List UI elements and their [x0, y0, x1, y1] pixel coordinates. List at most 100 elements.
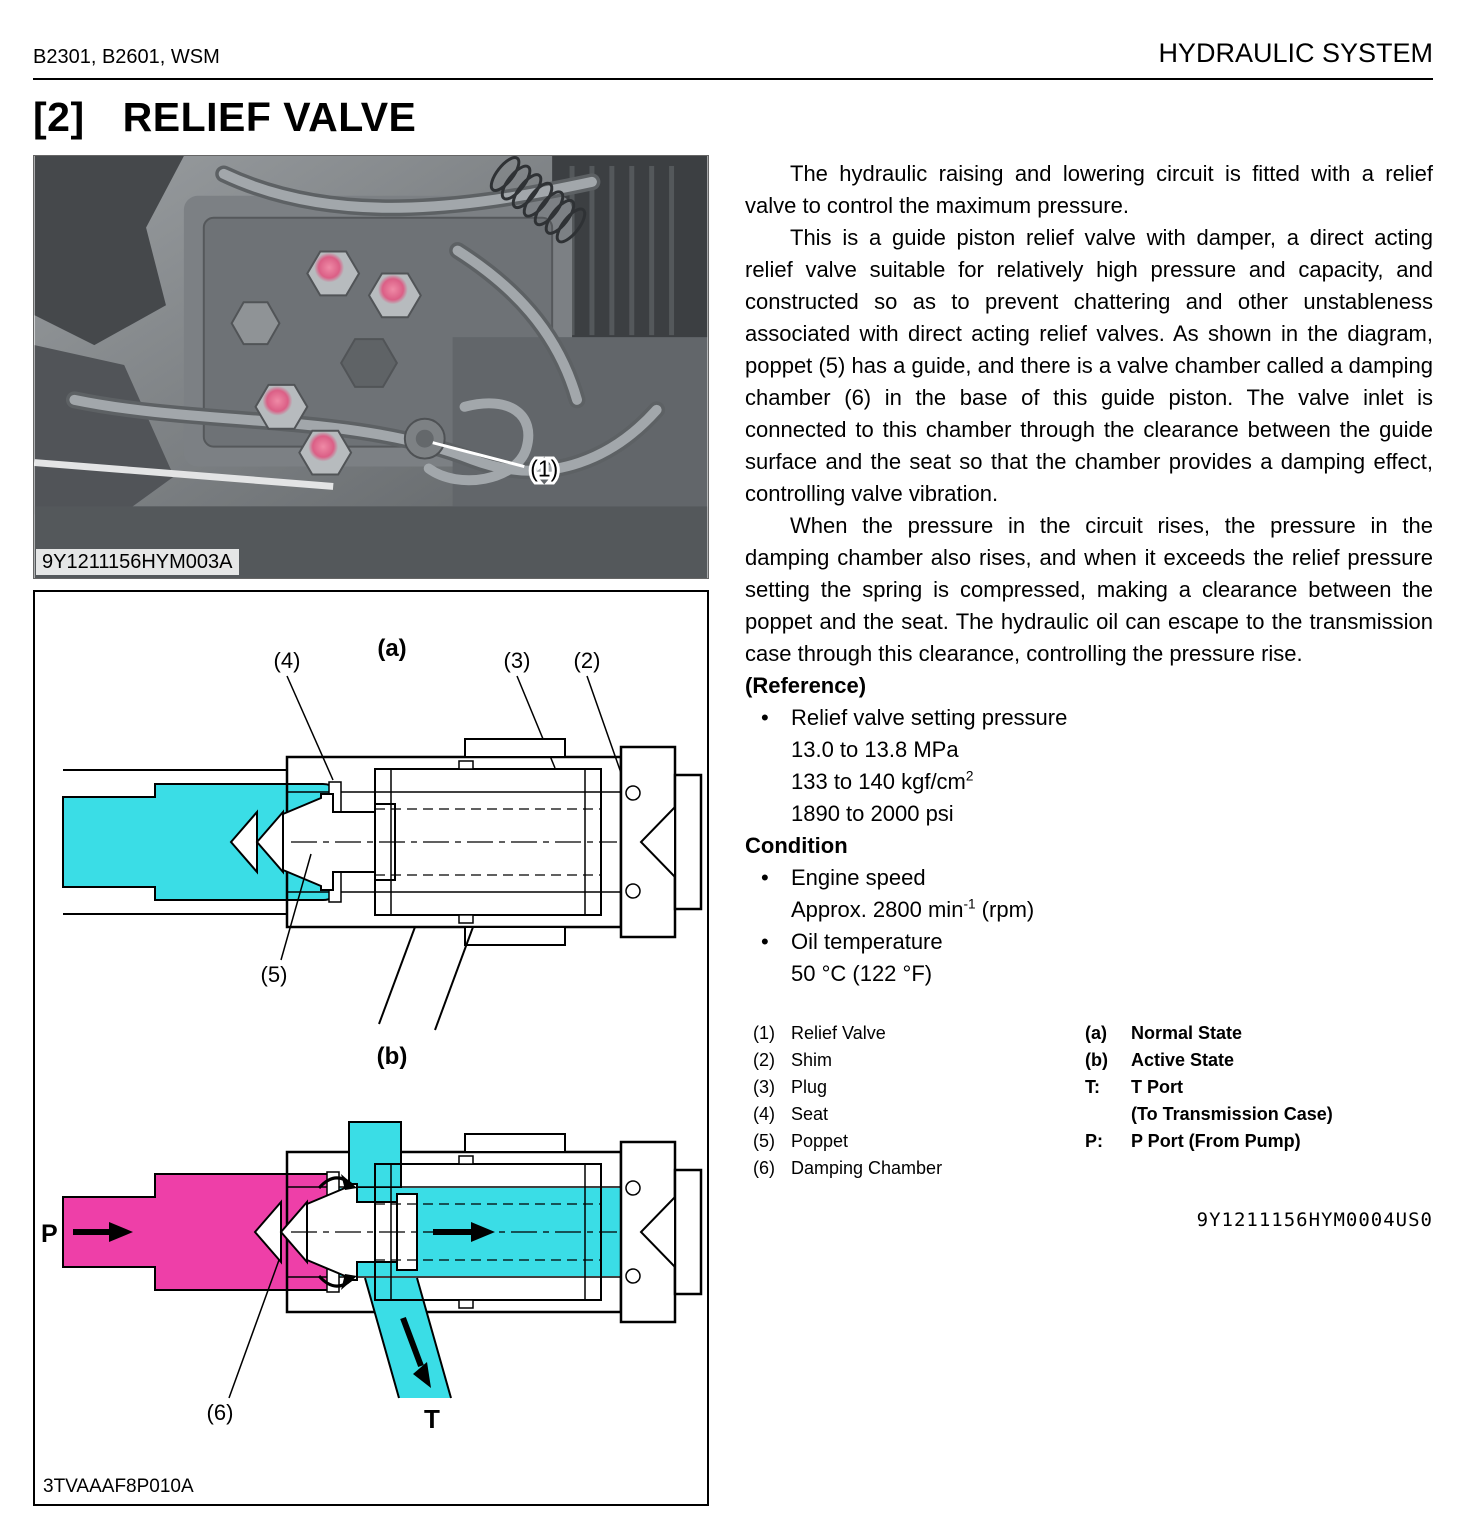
document-id: B2301, B2601, WSM: [33, 46, 220, 68]
legend-item-label: Shim: [791, 1050, 833, 1070]
machinery-block: [34, 156, 184, 346]
legend-line: (To Transmission Case): [1131, 1104, 1333, 1124]
body-step-top: [464, 738, 566, 758]
spring-coil: [489, 156, 587, 244]
legend-item-number: (3): [753, 1077, 775, 1097]
legend-item: (b) Active State: [1085, 1047, 1333, 1074]
callout-5-leader: [280, 853, 312, 961]
bypass-flow-arrowhead: [341, 1174, 357, 1190]
cap-end: [673, 1168, 703, 1296]
valve-cross-sections: (4) (a) (3) (2): [41, 635, 703, 1434]
legend-item-label: Poppet: [791, 1131, 849, 1151]
legend-item-number: (1): [753, 1023, 775, 1043]
callout-2-label: (2): [574, 648, 601, 673]
photo-illustration: (1): [34, 156, 708, 578]
legend-item-label: Relief Valve: [791, 1023, 886, 1043]
reference-values: Relief valve setting pressure 13.0 to 13…: [791, 702, 1067, 830]
chamber-flow-arrowhead: [471, 1222, 495, 1242]
legend-line: Active State: [1131, 1050, 1235, 1070]
bypass-flow-arrowhead: [341, 1274, 357, 1290]
p-port-label: P: [41, 1220, 58, 1248]
engine-speed-sup: -1: [963, 896, 976, 912]
chapter-title: HYDRAULIC SYSTEM: [1158, 38, 1433, 68]
drain-port-line: [434, 926, 474, 1031]
condition-oil-item: Oil temperature 50 °C (122 °F): [745, 926, 1433, 990]
section-name: RELIEF VALVE: [122, 94, 417, 140]
relief-valve-diagram: (4) (a) (3) (2): [33, 590, 709, 1506]
shim: [625, 1268, 641, 1284]
legend: (1) Relief Valve (2) Shim (3) Plug (4) S…: [745, 1020, 1433, 1182]
vent-hole: [458, 760, 474, 770]
machinery-block: [34, 345, 174, 535]
body-step-bottom: [464, 926, 566, 946]
legend-item-number: (4): [753, 1104, 775, 1124]
legend-letter-list: (a) Normal State (b) Active State T: T P…: [1085, 1020, 1333, 1182]
engine-speed-value: Approx. 2800 min-1 (rpm): [791, 894, 1034, 926]
callout-6-leader: [228, 1259, 280, 1399]
shim: [625, 883, 641, 899]
shim: [625, 785, 641, 801]
p-flow-arrowhead: [109, 1222, 133, 1242]
legend-item: (2) Shim: [745, 1047, 1085, 1074]
legend-item-label: P Port (From Pump): [1131, 1128, 1301, 1155]
pressure-mpa: 13.0 to 13.8 MPa: [791, 737, 959, 762]
section-number: [2]: [33, 94, 85, 140]
cap-cone: [639, 1194, 676, 1270]
legend-item: (5) Poppet: [745, 1128, 1085, 1155]
reference-item-label: Relief valve setting pressure: [791, 705, 1068, 730]
legend-item: T: T Port (To Transmission Case): [1085, 1074, 1333, 1128]
oil-temp-label: Oil temperature: [791, 929, 943, 954]
paint-marks: [262, 252, 408, 462]
legend-item-key: P:: [1085, 1131, 1103, 1151]
engine-speed-prefix: Approx. 2800 min: [791, 897, 964, 922]
photo-code: 9Y1211156HYM003A: [36, 549, 239, 575]
state-b-label: (b): [377, 1043, 408, 1070]
legend-line: Normal State: [1131, 1023, 1243, 1043]
legend-item-number: (6): [753, 1158, 775, 1178]
oil-temp-value: 50 °C (122 °F): [791, 961, 933, 986]
state-a-label: (a): [377, 635, 406, 662]
legend-item-key: (a): [1085, 1023, 1107, 1043]
legend-item-key: (b): [1085, 1050, 1108, 1070]
bullet-glyph: [745, 926, 791, 990]
pressure-psi: 1890 to 2000 psi: [791, 801, 954, 826]
condition-heading: Condition: [745, 833, 848, 858]
diagram-active-state: (b): [41, 1043, 703, 1434]
diagram-normal-state: (4) (a) (3) (2): [62, 635, 703, 1031]
vent-hole: [458, 914, 474, 924]
legend-item: P: P Port (From Pump): [1085, 1128, 1333, 1155]
cap-cone: [639, 804, 676, 880]
legend-item-label: T Port (To Transmission Case): [1131, 1074, 1333, 1128]
legend-item-label: Plug: [791, 1077, 828, 1097]
legend-numbered-list: (1) Relief Valve (2) Shim (3) Plug (4) S…: [745, 1020, 1085, 1182]
condition-oil-values: Oil temperature 50 °C (122 °F): [791, 926, 943, 990]
legend-line: P Port (From Pump): [1131, 1131, 1301, 1151]
callout-3-label: (3): [504, 648, 531, 673]
legend-item-key: T:: [1085, 1077, 1100, 1097]
t-flow-arrowhead: [413, 1362, 431, 1388]
reference-heading: (Reference): [745, 673, 867, 698]
engine-speed-suffix: (rpm): [975, 897, 1035, 922]
text-column: The hydraulic raising and lowering circu…: [745, 158, 1433, 1236]
legend-item: (6) Damping Chamber: [745, 1155, 1085, 1182]
legend-item-label: Normal State: [1131, 1020, 1242, 1047]
legend-item: (1) Relief Valve: [745, 1020, 1085, 1047]
callout-4-label: (4): [274, 648, 301, 673]
condition-engine-item: Engine speed Approx. 2800 min-1 (rpm): [745, 862, 1433, 926]
reference-item: Relief valve setting pressure 13.0 to 13…: [745, 702, 1433, 830]
legend-line: T Port: [1131, 1077, 1183, 1097]
pressure-kgf-sup: 2: [965, 768, 974, 784]
shim: [625, 1180, 641, 1196]
callout-4-leader: [286, 675, 334, 781]
pressure-kgf-value: 133 to 140 kgf/cm: [791, 769, 966, 794]
section-title: [2] RELIEF VALVE: [33, 94, 416, 141]
legend-item-number: (5): [753, 1131, 775, 1151]
bullet-glyph: [745, 702, 791, 830]
vent-hole: [458, 1299, 474, 1309]
vent-hole: [458, 1155, 474, 1165]
callout-1-label: (1): [530, 455, 558, 481]
paragraph-3: When the pressure in the circuit rises, …: [745, 513, 1433, 666]
body-step-top: [464, 1133, 566, 1153]
linkage-rod: [34, 459, 334, 490]
engine-speed-label: Engine speed: [791, 865, 926, 890]
